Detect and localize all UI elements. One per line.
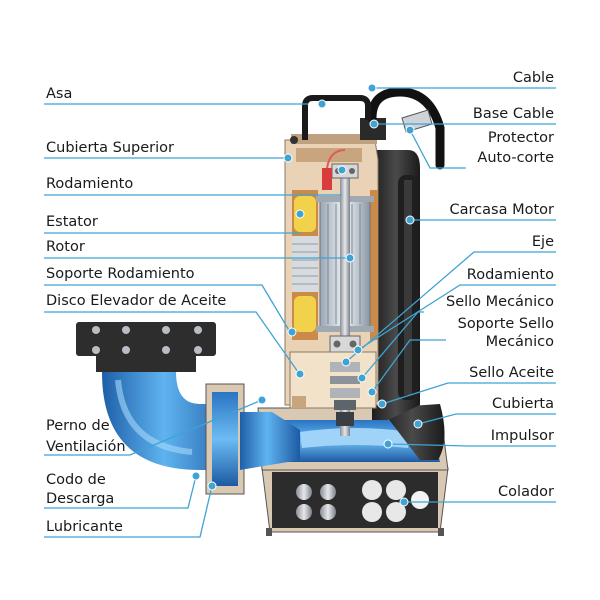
label-eje: Eje (532, 234, 554, 250)
label-perno-ventilacion-2: Ventilación (46, 439, 126, 455)
label-soporte-sello-1: Soporte Sello (458, 316, 555, 332)
label-codo-descarga-1: Codo de (46, 472, 106, 488)
seal-chamber (289, 351, 377, 426)
label-rotor: Rotor (46, 239, 85, 255)
label-disco-elevador: Disco Elevador de Aceite (46, 293, 226, 309)
label-sello-aceite: Sello Aceite (469, 365, 554, 381)
labels-right: Cable Base Cable Protector Auto-corte Ca… (446, 70, 554, 500)
label-perno-ventilacion-1: Perno de (46, 418, 110, 434)
labels-left: Asa Cubierta Superior Rodamiento Estator… (46, 86, 226, 535)
label-carcasa-motor: Carcasa Motor (450, 202, 554, 218)
thermal-protector (322, 149, 346, 190)
discharge-elbow (76, 322, 300, 495)
label-protector-1: Protector (488, 130, 554, 146)
motor-housing (372, 150, 420, 420)
label-impulsor: Impulsor (491, 428, 554, 444)
label-codo-descarga-2: Descarga (46, 491, 114, 507)
pump-casing (257, 404, 449, 471)
label-soporte-sello-2: Mecánico (486, 334, 554, 350)
label-soporte-rodamiento: Soporte Rodamiento (46, 266, 195, 282)
label-rodamiento-inferior: Rodamiento (467, 267, 554, 283)
label-lubricante: Lubricante (46, 519, 123, 535)
shaft (340, 168, 350, 436)
strainer (261, 467, 449, 536)
leader-lines (44, 83, 556, 538)
label-rodamiento-superior: Rodamiento (46, 176, 133, 192)
label-base-cable: Base Cable (473, 106, 554, 122)
label-protector-2: Auto-corte (477, 150, 554, 166)
label-asa: Asa (46, 86, 72, 102)
stator (292, 190, 378, 340)
label-sello-mecanico: Sello Mecánico (446, 294, 554, 310)
handle (290, 95, 371, 144)
label-colador: Colador (498, 484, 554, 500)
label-cubierta: Cubierta (492, 396, 554, 412)
label-estator: Estator (46, 214, 98, 230)
label-cable: Cable (513, 70, 554, 86)
label-cubierta-superior: Cubierta Superior (46, 140, 174, 156)
